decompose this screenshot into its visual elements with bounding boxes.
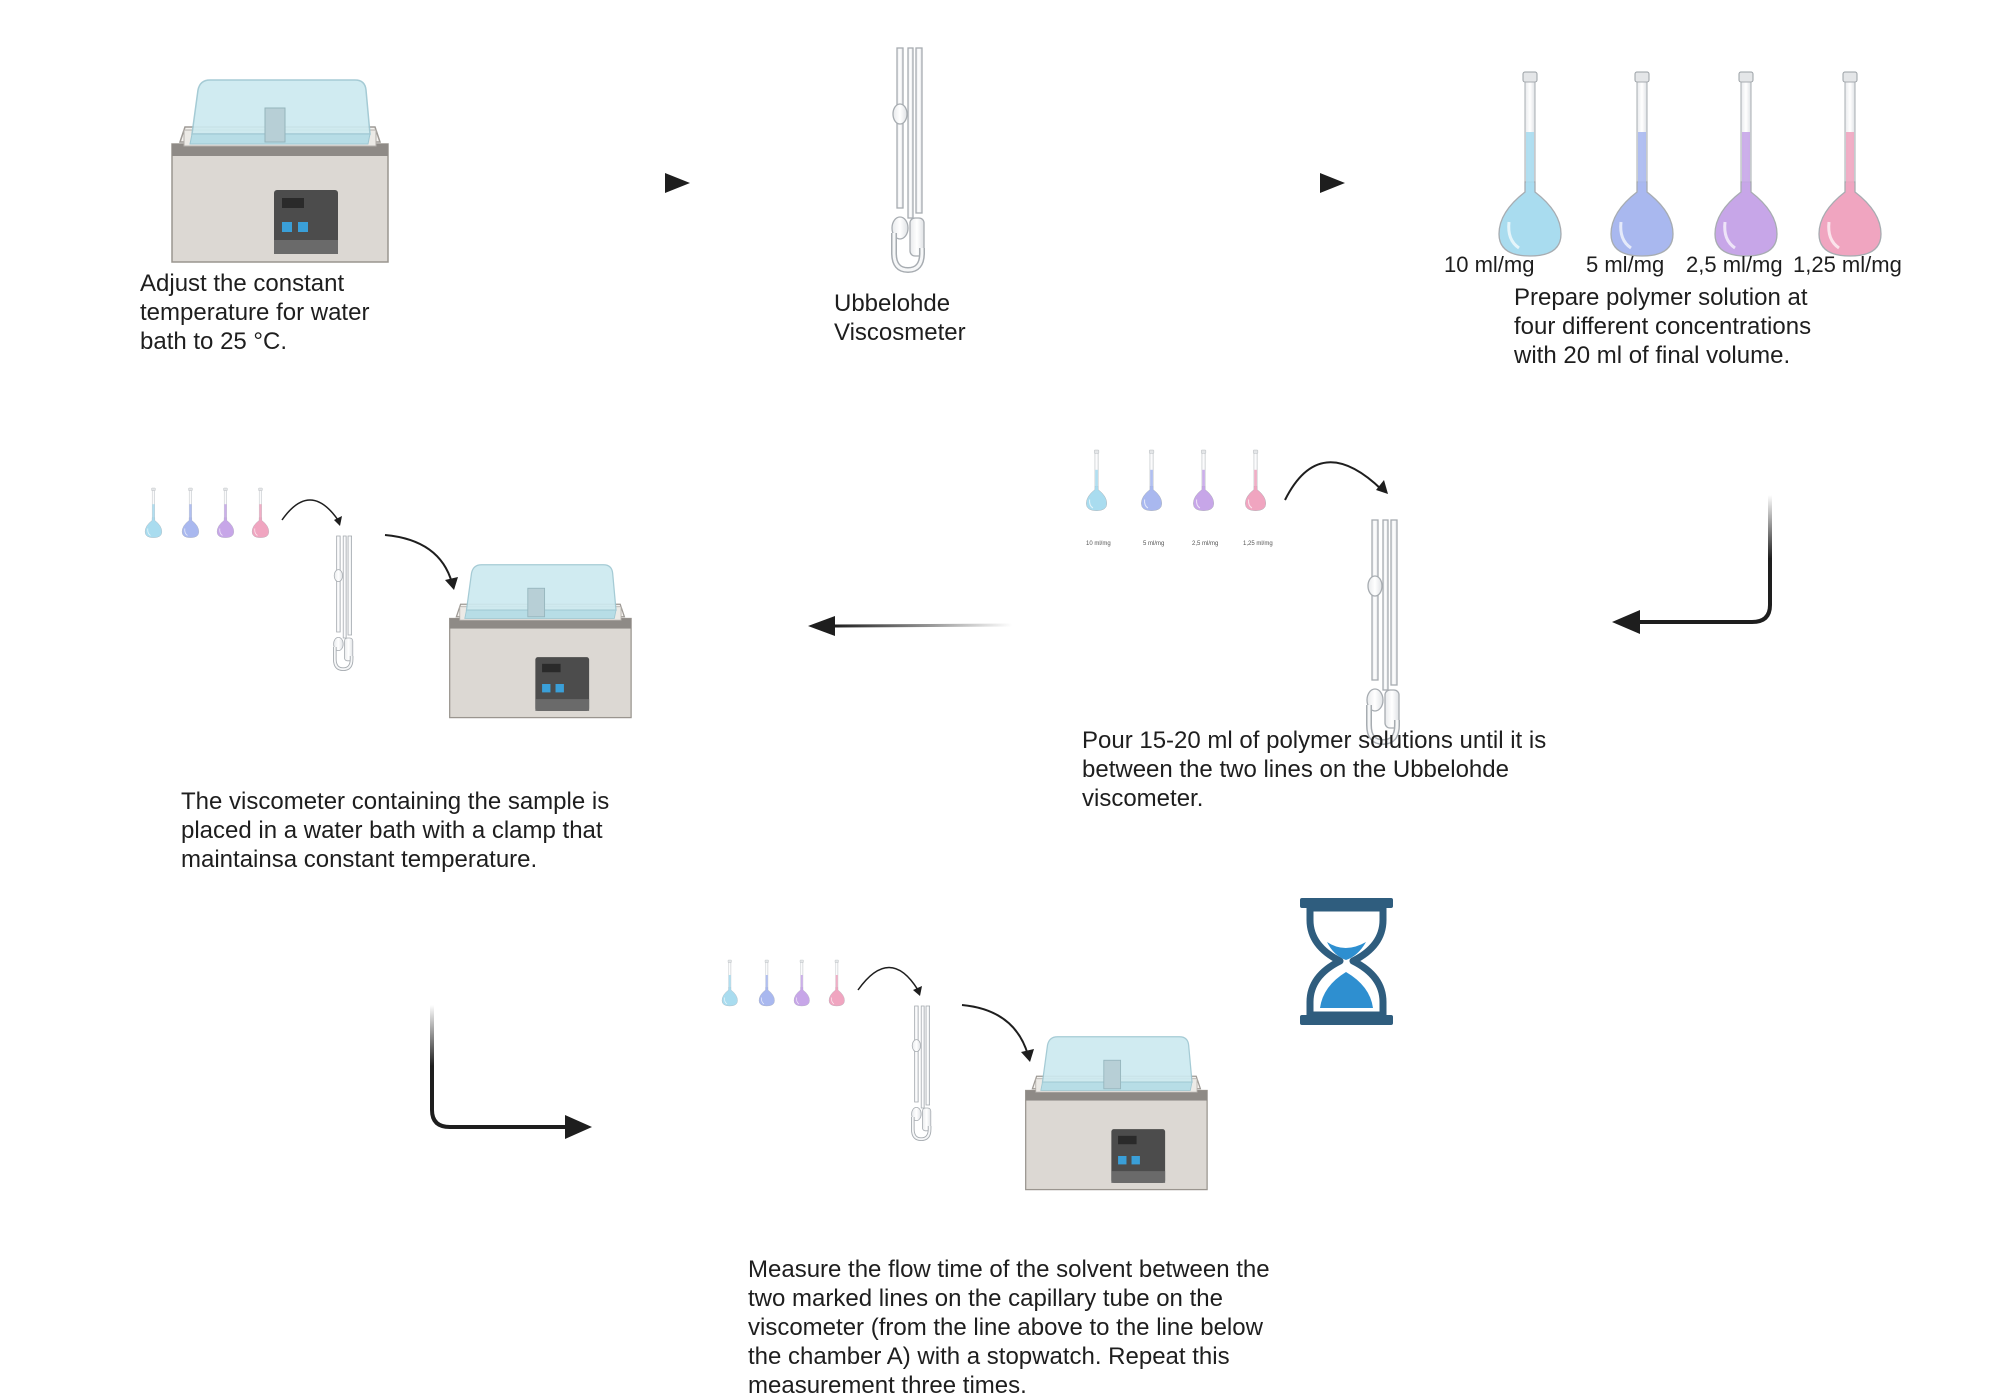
volumetric-flask-icon xyxy=(793,959,810,1007)
arrow-down-right xyxy=(430,1005,592,1139)
ubbelohde-viscometer-icon xyxy=(1367,520,1399,742)
pour-curve-arrow xyxy=(1284,461,1383,501)
volumetric-flask-icon xyxy=(1609,70,1675,258)
volumetric-flask-icon xyxy=(251,487,270,539)
volumetric-flask-icon xyxy=(1192,449,1215,512)
volumetric-flask-icon xyxy=(181,487,200,539)
arrow-down-left xyxy=(1612,495,1772,634)
arrow-right-1 xyxy=(480,173,690,193)
flask-label-5: 5 ml/mg xyxy=(1586,252,1665,277)
volumetric-flask-icon xyxy=(721,959,738,1007)
flask-label-2-5: 2,5 ml/mg xyxy=(1686,252,1783,277)
volumetric-flask-icon xyxy=(1140,449,1163,512)
caption-pour: Pour 15-20 ml of polymer solutions until… xyxy=(1082,727,1547,812)
volumetric-flask-icon xyxy=(828,959,845,1007)
volumetric-flask-icon xyxy=(758,959,775,1007)
volumetric-flask-icon xyxy=(144,487,163,539)
flask-group-large xyxy=(1497,70,1883,258)
measure-curve-arrow-2 xyxy=(961,1004,1029,1056)
caption-viscometer: Ubbelohde Viscosmeter xyxy=(834,290,966,346)
volumetric-flask-icon xyxy=(1497,70,1563,258)
ubbelohde-viscometer-icon xyxy=(909,1004,933,1141)
flask-group-small-place xyxy=(144,487,270,539)
volumetric-flask-icon xyxy=(216,487,235,539)
caption-place: The viscometer containing the sample is … xyxy=(181,788,610,873)
water-bath-icon xyxy=(449,564,632,719)
flask-label-10: 10 ml/mg xyxy=(1444,252,1535,277)
ubbelohde-viscometer-icon xyxy=(331,534,355,672)
volumetric-flask-icon xyxy=(1817,70,1883,258)
water-bath-icon xyxy=(1025,1036,1208,1191)
caption-solutions: Prepare polymer solution at four differe… xyxy=(1514,284,1812,369)
place-curve-arrow-2 xyxy=(384,534,453,584)
svg-text:10 ml/mg: 10 ml/mg xyxy=(1086,541,1111,547)
ubbelohde-viscometer-icon xyxy=(892,48,924,270)
place-curve-arrow-1 xyxy=(281,499,339,521)
volumetric-flask-icon xyxy=(1713,70,1779,258)
arrow-right-2 xyxy=(1135,173,1345,193)
volumetric-flask-icon xyxy=(1085,449,1108,512)
hourglass-icon xyxy=(1300,898,1393,1025)
svg-text:1,25 ml/mg: 1,25 ml/mg xyxy=(1243,541,1273,547)
svg-text:2,5 ml/mg: 2,5 ml/mg xyxy=(1192,541,1218,547)
water-bath-icon xyxy=(171,79,389,263)
flask-label-1-25: 1,25 ml/mg xyxy=(1793,252,1902,277)
flask-group-small-pour: 10 ml/mg 5 ml/mg 2,5 ml/mg 1,25 ml/mg xyxy=(1085,449,1273,547)
caption-water-bath: Adjust the constant temperature for wate… xyxy=(140,270,370,355)
volumetric-flask-icon xyxy=(1244,449,1267,512)
flask-group-small-measure xyxy=(721,959,845,1007)
caption-measure: Measure the flow time of the solvent bet… xyxy=(748,1256,1270,1399)
arrow-left xyxy=(808,616,1013,636)
measure-curve-arrow-1 xyxy=(857,966,919,991)
svg-text:5 ml/mg: 5 ml/mg xyxy=(1143,541,1164,547)
